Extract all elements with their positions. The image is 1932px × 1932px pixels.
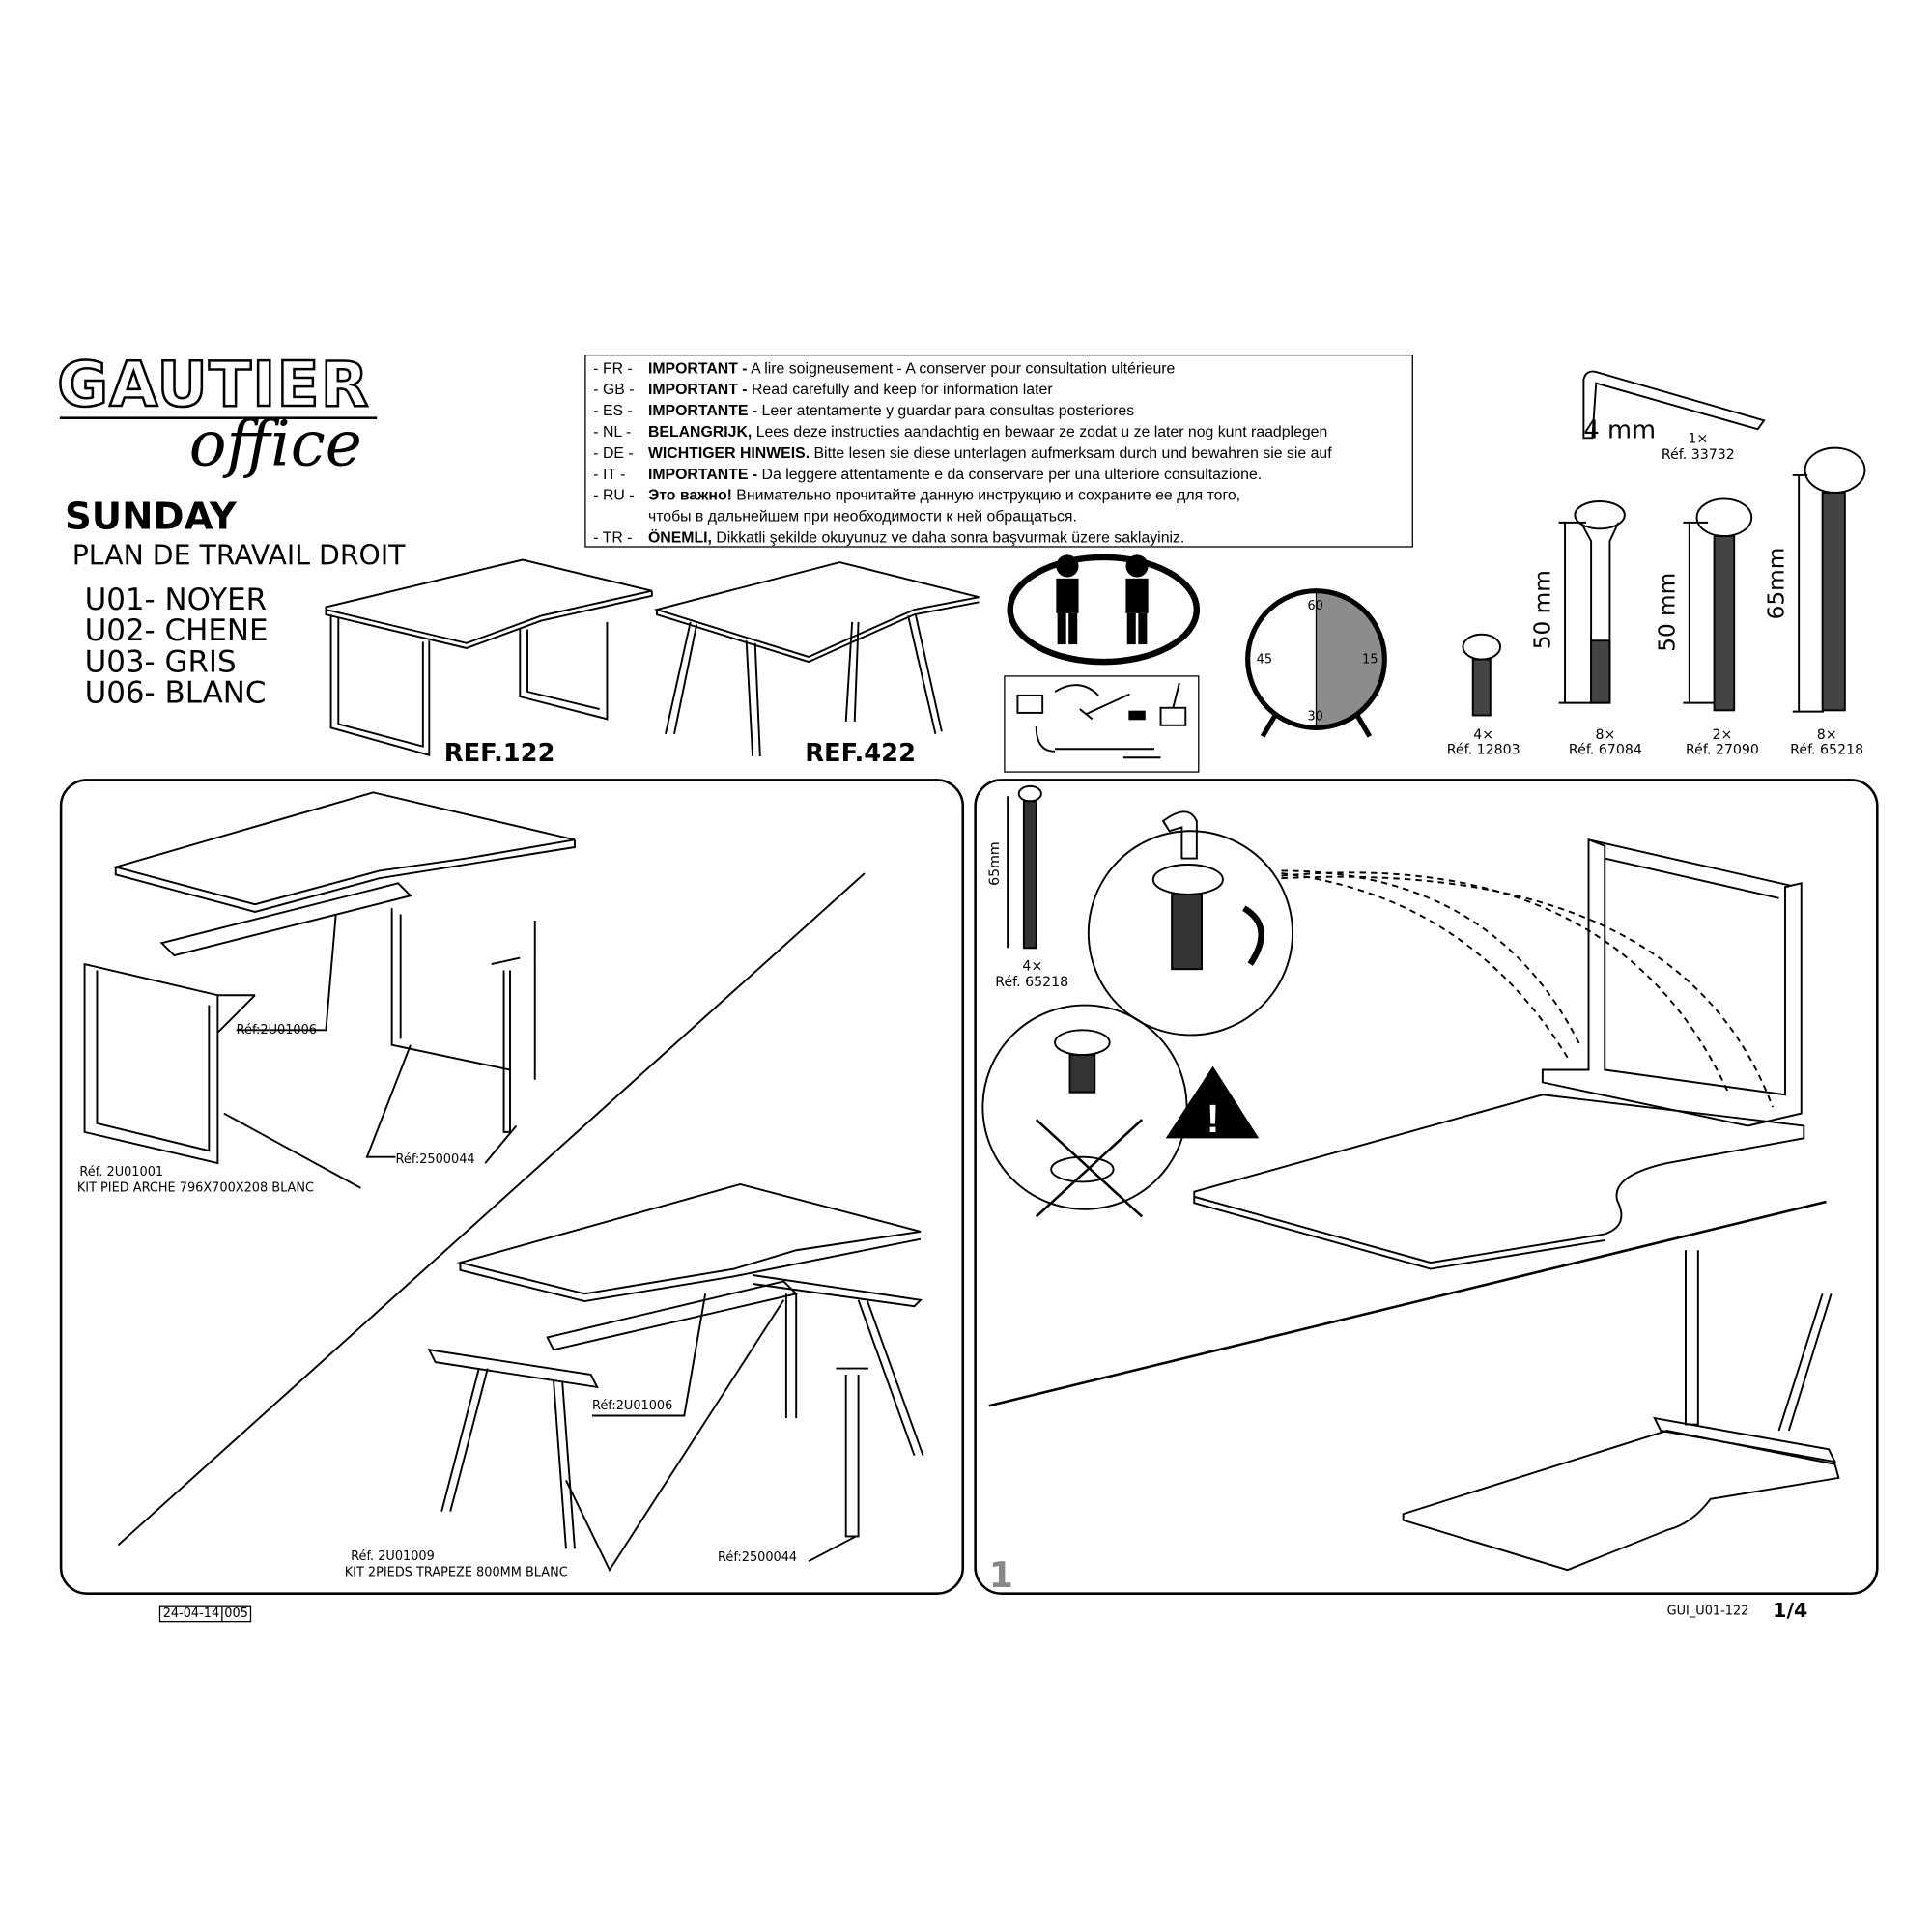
screw-length: 50 mm [1654,572,1681,652]
hardware-qty: 8× [1816,726,1837,743]
warning-lang: - RU - [593,486,635,504]
overview-drawings [83,791,924,1573]
screw-65218-icon [1804,446,1866,712]
kit-name: KIT PIED ARCHE 796X700X208 BLANC [76,1181,315,1196]
warning-line: - TR - ÖNEMLI, Dikkatli şekilde okuyunuz … [593,527,1411,547]
logo-divider [59,416,378,419]
clock-tick-45: 45 [1256,653,1273,668]
clock-tick-30: 30 [1307,710,1323,724]
allen-key-qty: 1× [1688,430,1709,447]
kit-ref: Réf. 2U01001 [79,1165,164,1179]
hardware-qty: 4× [1473,726,1494,743]
warning-lang: - ES - [593,401,633,419]
warning-line: - NL - BELANGRIJK, Lees deze instructies … [593,422,1411,443]
warning-lang: - FR - [593,359,633,378]
warning-line: чтобы в дальнейшем при необходимости к н… [593,506,1411,527]
assembly-panel-overview [59,779,965,1595]
variant: U06- BLANC [84,675,267,711]
brand-sub: office [188,408,362,481]
screw-27090-icon [1695,497,1753,712]
warning-lang: - TR - [593,528,633,547]
part-ref-leg: Réf:2500044 [718,1550,798,1566]
warning-lang: - GB - [593,381,635,399]
warning-line: - GB - IMPORTANT - Read carefully and kee… [593,380,1411,401]
hardware-ref: Réf. 65218 [1790,741,1864,758]
doc-date-text: 24-04-14 [162,1606,220,1622]
desk-illustrations [325,558,980,757]
warning-line: - IT - IMPORTANTE - Da leggere attentamen… [593,464,1411,485]
allen-key-ref: Réf. 33732 [1661,446,1735,464]
assembly-panel-step-1 [974,779,1879,1595]
part-ref-beam: Réf:2U01006 [591,1399,673,1413]
warning-box: - FR - IMPORTANT - A lire soigneusement -… [584,355,1413,548]
warning-line: - RU - Это важно! Внимательно прочитайте … [593,485,1411,506]
warning-text: Dikkatli şekilde okuyunuz ve daha sonra … [711,528,1185,547]
variant: U01- NOYER [84,582,268,617]
allen-key-icon [1582,370,1766,440]
hardware-drawings [1462,370,1866,717]
tools-box [1004,675,1200,773]
variant: U03- GRIS [84,644,237,680]
warning-text: Leer atentamente y guardar para consulta… [757,401,1135,419]
kit-name: KIT 2PIEDS TRAPEZE 800MM BLANC [344,1566,568,1580]
part-ref-beam: Réf:2U01006 [236,1023,317,1038]
tools-icon [1016,682,1187,759]
warning-bold: BELANGRIJK, [647,422,753,440]
warning-text: Bitte lesen sie diese unterlagen aufmerk… [810,443,1332,462]
hardware-qty: 2× [1712,726,1733,743]
product-title: SUNDAY [64,495,237,539]
screw-ref: Réf. 65218 [995,974,1069,991]
doc-revision: 005 [221,1606,248,1622]
warning-text: Read carefully and keep for information … [747,381,1053,399]
warning-bold: IMPORTANT - [647,359,748,378]
screw-67084-icon [1574,500,1626,704]
warning-line: - FR - IMPORTANT - A lire soigneusement -… [593,358,1411,380]
warning-line: - DE - WICHTIGER HINWEIS. Bitte lesen sie… [593,442,1411,464]
page-number: 1/4 [1773,1598,1808,1623]
warning-text: A lire soigneusement - A conserver pour … [747,359,1176,378]
model-ref-122: REF.122 [443,737,555,768]
warning-text: Lees deze instructies aandachtig en bewa… [752,422,1328,440]
step-1-drawings: ! [981,784,1840,1572]
clock-tick-60: 60 [1307,599,1323,613]
warning-triangle-icon [1165,1065,1260,1139]
clock-tick-15: 15 [1362,653,1378,668]
warning-bold: IMPORTANT - [647,381,748,399]
assembly-time-clock [1245,588,1387,738]
part-ref-leg: Réf:2500044 [395,1152,475,1167]
allen-key-size: 4 mm [1583,413,1657,444]
screw-length: 65mm [986,841,1003,886]
warning-text: Внимательно прочитайте данную инструкцию… [731,486,1241,504]
warning-bold: IMPORTANTE - [647,401,758,419]
product-subtitle: PLAN DE TRAVAIL DROIT [71,541,406,573]
warning-bold: IMPORTANTE - [647,465,758,483]
variant: U02- CHENE [84,612,269,648]
hardware-ref: Réf. 67084 [1568,741,1642,758]
hardware-qty: 8× [1595,726,1616,743]
warning-text: чтобы в дальнейшем при необходимости к н… [647,507,1077,526]
screw-qty: 4× [1022,957,1043,975]
warning-bold: ÖNEMLI, [647,528,712,547]
screw-12803-icon [1462,633,1502,717]
two-persons-icon [1007,554,1201,666]
warning-lang: - DE - [593,443,634,462]
hardware-ref: Réf. 27090 [1685,741,1759,758]
warning-bold: WICHTIGER HINWEIS. [647,443,810,462]
kit-ref: Réf. 2U01009 [351,1549,435,1564]
model-ref-422: REF.422 [805,737,917,768]
doc-code: GUI_U01-122 [1666,1605,1749,1619]
warning-lang: - NL - [593,422,632,440]
screw-length: 50 mm [1529,570,1557,650]
warning-text: Da leggere attentamente e da conservare … [757,465,1263,483]
warning-line: - ES - IMPORTANTE - Leer atentamente y gu… [593,401,1411,422]
svg-text:!: ! [1207,1096,1220,1141]
warning-bold: Это важно! [647,486,732,504]
screw-length: 65mm [1764,547,1791,620]
brand-logo: GAUTIER [56,347,370,421]
step-number: 1 [988,1554,1013,1597]
hardware-ref: Réf. 12803 [1446,741,1520,758]
warning-lang: - IT - [593,465,626,483]
